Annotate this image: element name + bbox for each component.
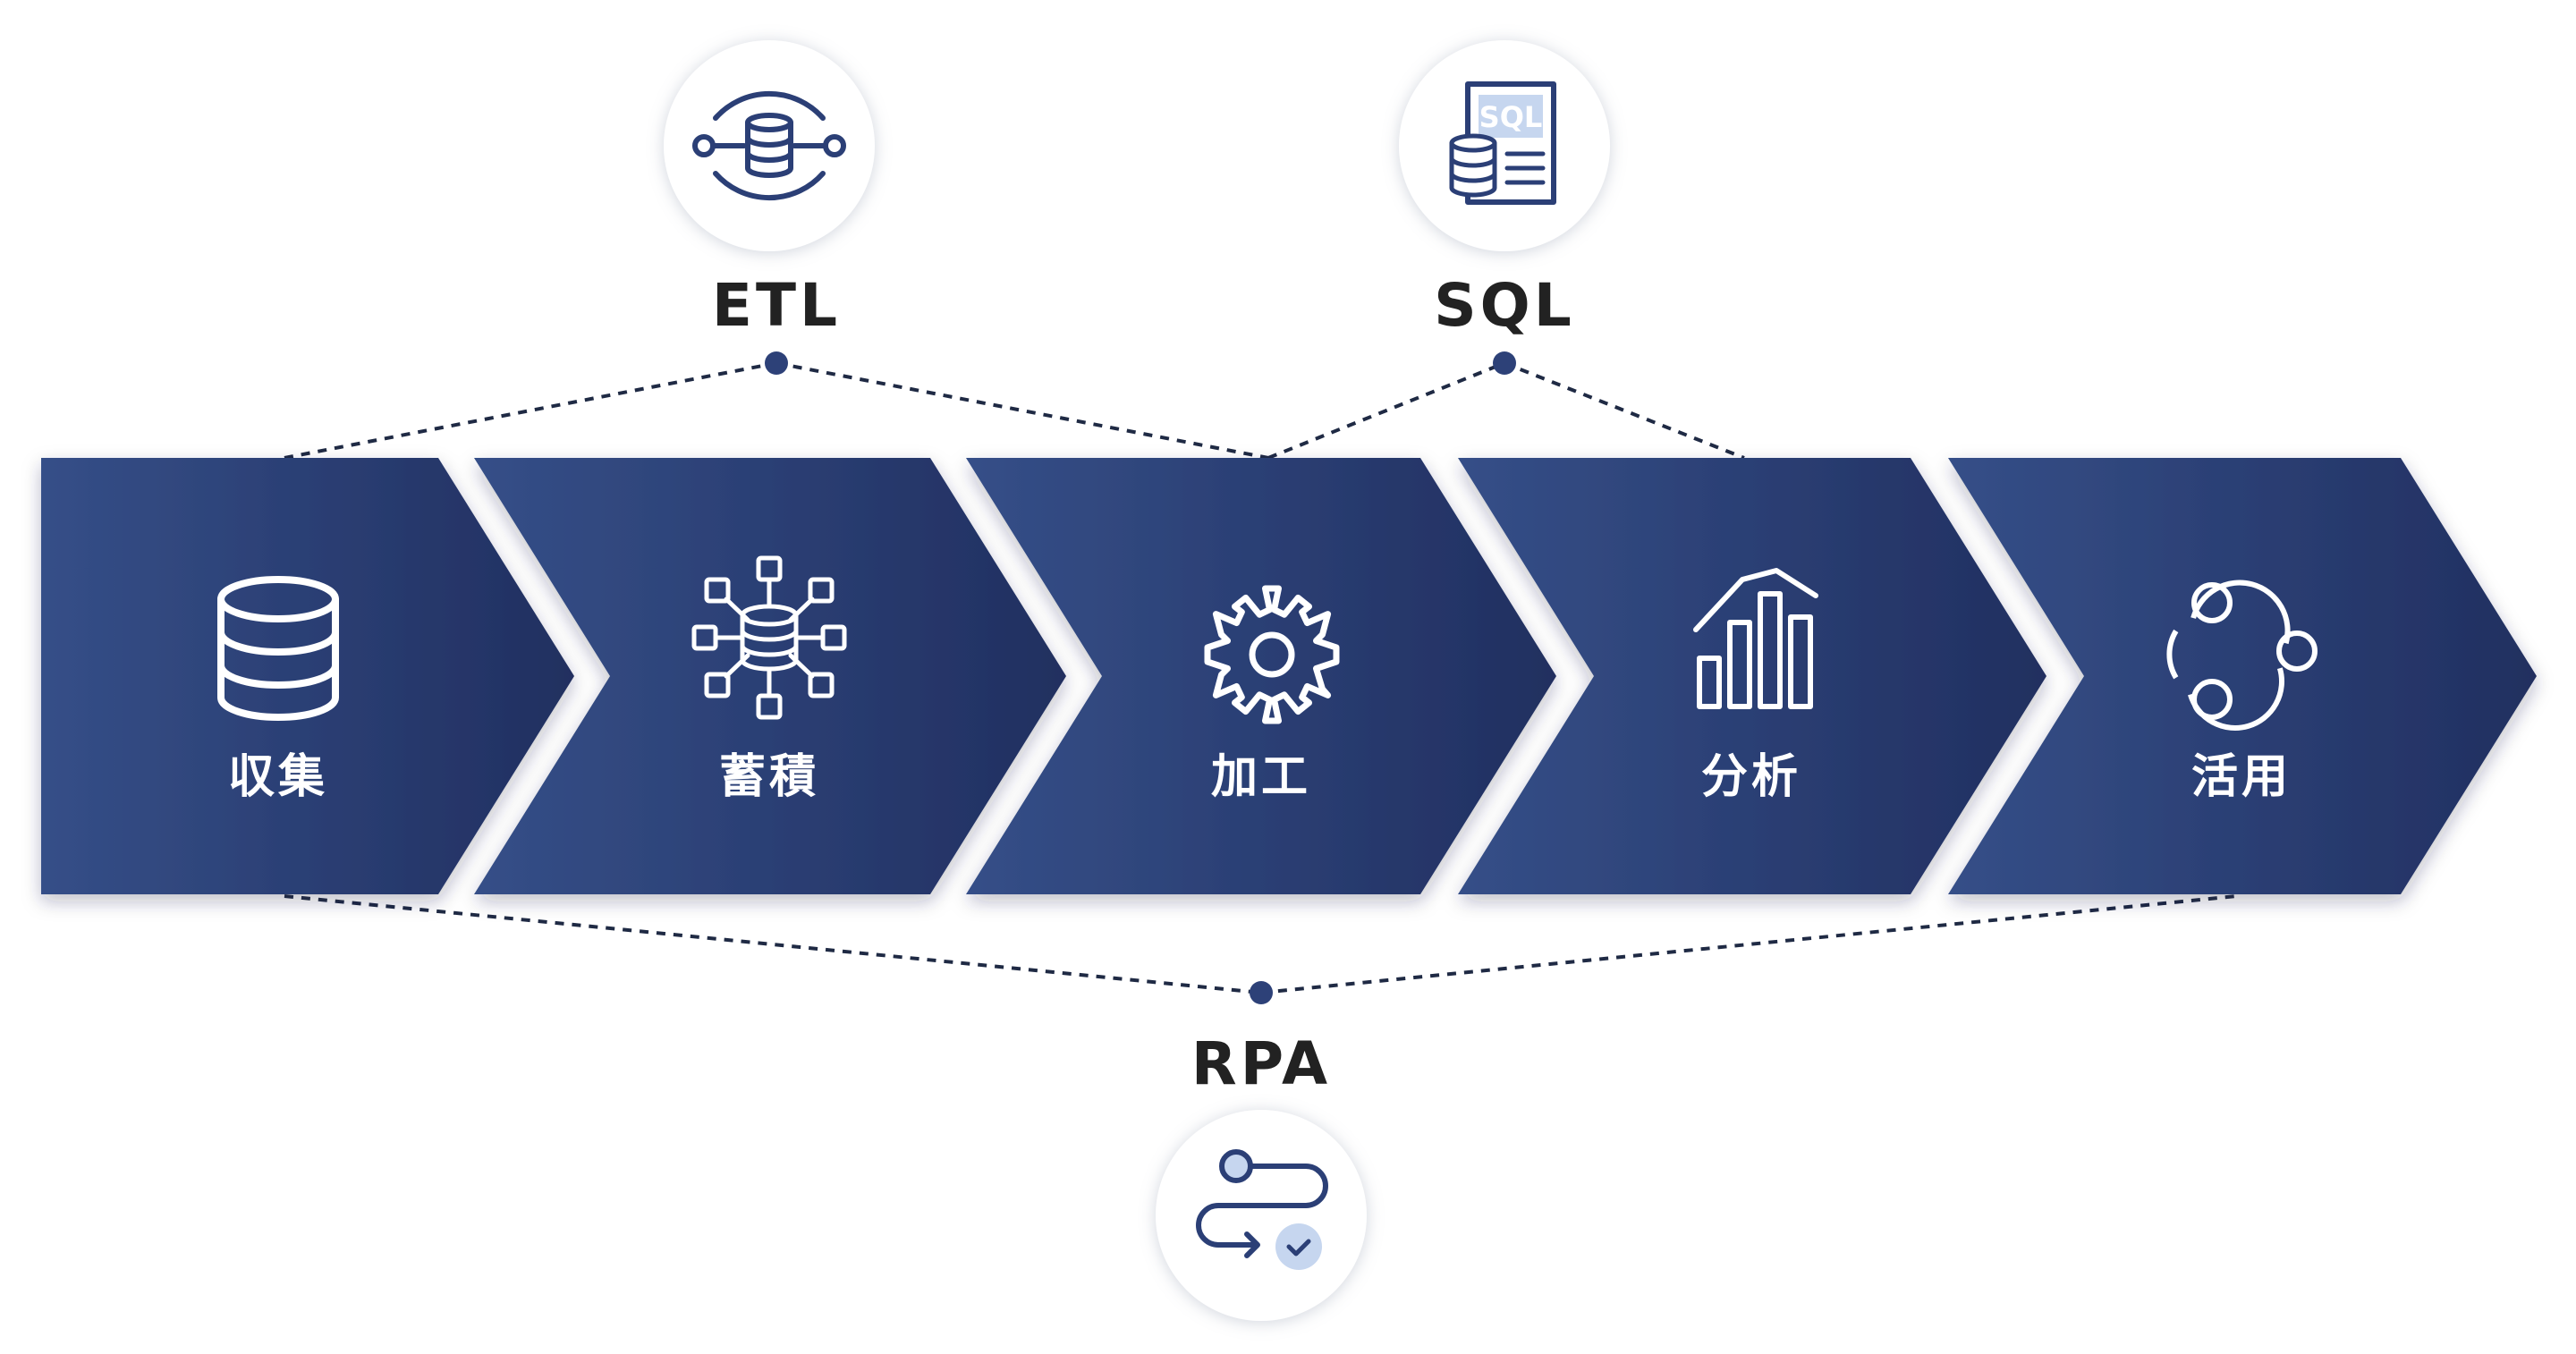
sql-connector-right — [1504, 361, 1745, 460]
sql-document-icon: SQL — [1449, 81, 1556, 205]
rpa-icon-circle — [1156, 1110, 1367, 1321]
etl-pipeline-icon — [692, 90, 846, 201]
rpa-flow-icon — [1196, 1149, 1328, 1270]
stage-label-analyze: 分析 — [1701, 750, 1801, 804]
stage-arrow-utilize — [1948, 458, 2537, 894]
stage-label-process: 加工 — [1211, 750, 1311, 804]
sql-connector-left — [1267, 361, 1505, 460]
sql-icon-text: SQL — [1479, 100, 1543, 134]
stage-label-store: 蓄積 — [719, 750, 819, 804]
rpa-connector-dot — [1250, 981, 1273, 1004]
rpa-connector-right — [1260, 894, 2237, 994]
sql-label: SQL — [1434, 271, 1575, 340]
stage-arrow-collect — [41, 458, 574, 894]
etl-connector-dot — [765, 351, 788, 375]
stage-arrows — [41, 458, 2537, 894]
database-icon — [217, 576, 339, 721]
rpa-label: RPA — [1191, 1029, 1331, 1098]
gear-icon — [1204, 585, 1340, 724]
rpa-connector-left — [284, 894, 1262, 994]
data-hub-icon — [691, 555, 847, 720]
stage-label-utilize: 活用 — [2191, 750, 2292, 804]
etl-label: ETL — [712, 271, 841, 340]
etl-connector-left — [284, 361, 777, 460]
etl-connector-right — [775, 361, 1269, 460]
share-network-icon — [2166, 580, 2318, 731]
sql-connector-dot — [1493, 351, 1516, 375]
connector-lines — [284, 361, 2237, 994]
stage-label-collect: 収集 — [228, 750, 328, 804]
bar-chart-icon — [1693, 568, 1818, 709]
stage-arrow-process — [966, 458, 1556, 894]
